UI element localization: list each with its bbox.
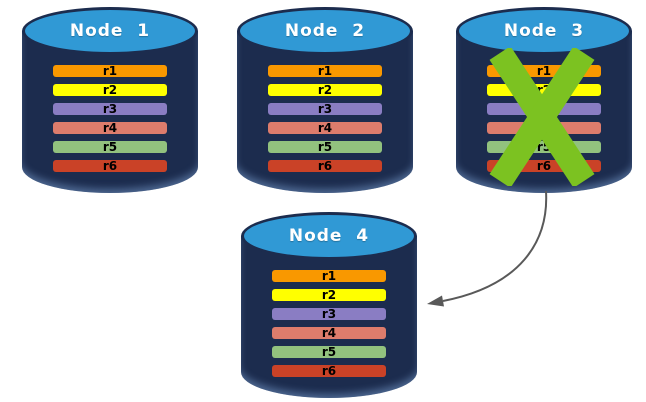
node-1-rows: r1 r2 r3 r4 r5 r6: [53, 65, 167, 172]
node-3: Node 3 r1 r2 r3 r4 r5 r6: [456, 7, 632, 193]
row-r3: r3: [53, 103, 167, 115]
row-r1: r1: [272, 270, 386, 282]
node-4-title: Node 4: [288, 226, 370, 246]
row-r4: r4: [272, 327, 386, 339]
row-r2: r2: [53, 84, 167, 96]
node-2-rows: r1 r2 r3 r4 r5 r6: [268, 65, 382, 172]
node-3-rows: r1 r2 r3 r4 r5 r6: [487, 65, 601, 172]
node-1-cylinder-top: Node 1: [22, 7, 198, 55]
node-4-rows: r1 r2 r3 r4 r5 r6: [272, 270, 386, 377]
row-r3: r3: [272, 308, 386, 320]
arrowhead-icon: [427, 295, 444, 307]
row-r1: r1: [268, 65, 382, 77]
row-r3: r3: [487, 103, 601, 115]
node-4: Node 4 r1 r2 r3 r4 r5 r6: [241, 212, 417, 398]
node-3-cylinder-top: Node 3: [456, 7, 632, 55]
row-r6: r6: [268, 160, 382, 172]
row-r6: r6: [272, 365, 386, 377]
node-3-title: Node 3: [503, 21, 585, 41]
node-1-title: Node 1: [69, 21, 151, 41]
row-r5: r5: [272, 346, 386, 358]
row-r5: r5: [53, 141, 167, 153]
node-4-cylinder-top: Node 4: [241, 212, 417, 260]
node-1: Node 1 r1 r2 r3 r4 r5 r6: [22, 7, 198, 193]
row-r2: r2: [268, 84, 382, 96]
row-r5: r5: [268, 141, 382, 153]
row-r4: r4: [487, 122, 601, 134]
row-r6: r6: [53, 160, 167, 172]
row-r4: r4: [268, 122, 382, 134]
row-r6: r6: [487, 160, 601, 172]
row-r1: r1: [53, 65, 167, 77]
row-r4: r4: [53, 122, 167, 134]
row-r2: r2: [272, 289, 386, 301]
row-r5: r5: [487, 141, 601, 153]
node-2: Node 2 r1 r2 r3 r4 r5 r6: [237, 7, 413, 193]
row-r2: r2: [487, 84, 601, 96]
node-2-title: Node 2: [284, 21, 366, 41]
row-r1: r1: [487, 65, 601, 77]
row-r3: r3: [268, 103, 382, 115]
node-2-cylinder-top: Node 2: [237, 7, 413, 55]
